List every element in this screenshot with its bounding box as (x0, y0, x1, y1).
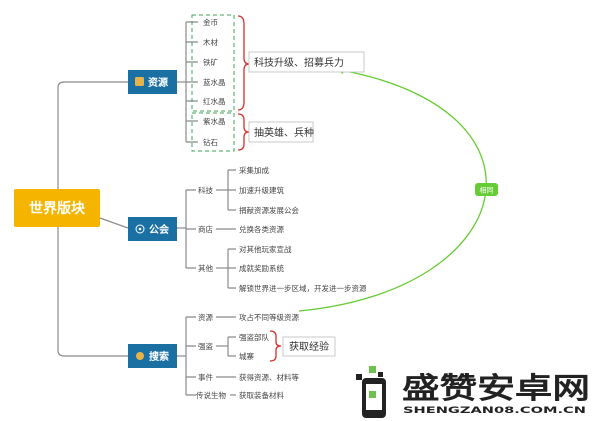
dashed-group-box (191, 112, 235, 152)
resource-item: 木材 (203, 37, 218, 47)
other-item: 对其他玩家宣战 (239, 244, 292, 254)
resource-item: 紫水晶 (203, 116, 226, 126)
target-icon-dot (138, 227, 142, 231)
brace (237, 15, 250, 111)
other-connector (228, 248, 236, 289)
sub-branch-tech: 科技 (198, 185, 213, 195)
sub-branch-resource: 资源 (198, 312, 213, 322)
other-item: 解锁世界进一步区域，开发进一步资源 (239, 283, 367, 293)
legend-item: 获取装备材料 (239, 390, 284, 400)
note-box-draw (248, 121, 314, 143)
gift-icon (135, 77, 144, 86)
tech-item: 捐献资源发展公会 (239, 205, 299, 215)
phone-icon-block (369, 391, 376, 398)
root-label: 世界版块 (29, 200, 86, 217)
resource-item: 钻石 (203, 137, 218, 147)
number-badge-icon (136, 352, 144, 360)
tech-item: 加速升级建筑 (239, 185, 284, 195)
branch-label-guild: 公会 (149, 223, 169, 236)
root-node[interactable] (14, 189, 100, 227)
tech-item: 采集加成 (239, 165, 269, 175)
watermark-url: SHENGZAN08.COM.CN (403, 406, 586, 416)
resource-item: 蓝水晶 (203, 77, 226, 87)
sub-branch-bandit: 强盗 (198, 341, 213, 351)
phone-icon-block (356, 374, 362, 380)
root-connector (99, 217, 129, 229)
search-resource-item: 攻占不同等级资源 (239, 312, 299, 322)
watermark-brand: 盛赞安卓网 (402, 371, 590, 405)
root-connector (57, 81, 128, 209)
shop-item: 兑换各类资源 (239, 224, 284, 234)
bandit-item: 城寨 (239, 351, 254, 361)
sub-branch-shop: 商店 (198, 224, 213, 234)
event-item: 获得资源、材料等 (239, 372, 299, 382)
branch-label-search: 搜索 (149, 350, 169, 363)
note-exp: 获取经验 (289, 340, 329, 353)
sub-branch-event: 事件 (198, 372, 213, 382)
relation-label-box[interactable] (475, 183, 498, 196)
bandit-item: 强盗部队 (239, 332, 269, 342)
target-icon (135, 224, 145, 234)
phone-icon-block (378, 372, 383, 377)
resource-item: 铁矿 (203, 57, 218, 67)
brace (269, 330, 282, 362)
relation-curve (298, 69, 487, 312)
dashed-group-box (191, 14, 235, 112)
search-connector (186, 316, 196, 396)
other-item: 成就奖励系统 (239, 263, 284, 273)
note-draw: 抽英雄、兵种 (254, 126, 314, 139)
guild-connector (186, 189, 196, 269)
root-connector (57, 218, 128, 357)
resource-item: 红水晶 (203, 96, 226, 106)
branch-label-resources: 资源 (148, 76, 168, 89)
bandit-connector (228, 336, 236, 357)
phone-icon-block (369, 366, 376, 373)
note-box-upgrade (248, 51, 365, 73)
relation-label: 相同 (480, 186, 494, 195)
brace (237, 113, 250, 151)
sub-branch-other: 其他 (198, 263, 213, 273)
note-box-exp (282, 336, 336, 357)
sub-branch-legend: 传说生物 (196, 390, 226, 400)
tech-connector (228, 169, 236, 211)
watermark: 盛赞安卓网 SHENGZAN08.COM.CN (356, 366, 590, 418)
note-upgrade: 科技升级、招募兵力 (254, 56, 344, 69)
resource-item: 金币 (203, 17, 218, 27)
